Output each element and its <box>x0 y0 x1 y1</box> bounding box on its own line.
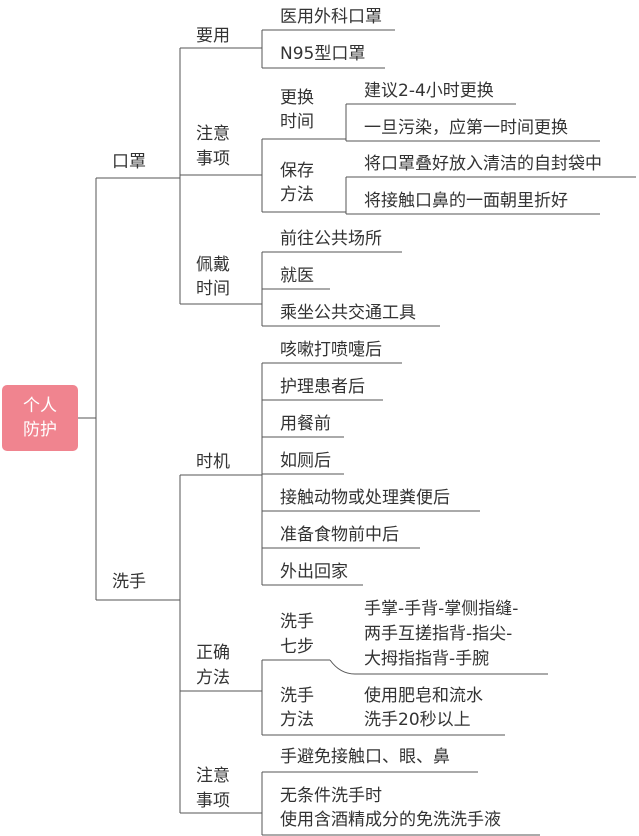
underline-seven-steps-text <box>329 659 548 675</box>
node-replace-time-line1[interactable]: 更换 <box>280 88 314 108</box>
leaf-seven-steps-2[interactable]: 两手互搓指背-指尖- <box>364 624 513 644</box>
leaf-after-cough[interactable]: 咳嗽打喷嚏后 <box>280 340 382 360</box>
leaf-public-place[interactable]: 前往公共场所 <box>280 229 382 249</box>
leaf-store-in-bag[interactable]: 将口罩叠好放入清洁的自封袋中 <box>364 154 602 174</box>
root-node[interactable]: 个人 防护 <box>2 385 78 451</box>
branch-mask[interactable]: 口罩 <box>112 152 146 172</box>
leaf-public-transport[interactable]: 乘坐公共交通工具 <box>280 303 416 323</box>
node-wear-time-line1[interactable]: 佩戴 <box>196 255 230 275</box>
node-mask-notes-line1[interactable]: 注意 <box>196 124 230 144</box>
leaf-fold-inside[interactable]: 将接触口鼻的一面朝里折好 <box>364 191 568 211</box>
leaf-surgical-mask[interactable]: 医用外科口罩 <box>280 7 382 27</box>
node-wash-way-line2[interactable]: 方法 <box>280 710 314 730</box>
root-line-1: 个人 <box>23 396 57 416</box>
leaf-replace-2-4h[interactable]: 建议2-4小时更换 <box>364 81 494 101</box>
leaf-no-touch-face[interactable]: 手避免接触口、眼、鼻 <box>280 747 450 767</box>
node-wash-way-line1[interactable]: 洗手 <box>280 686 314 706</box>
node-method-line1[interactable]: 正确 <box>196 643 230 663</box>
leaf-before-meal[interactable]: 用餐前 <box>280 414 331 434</box>
node-wash-notes-line2[interactable]: 事项 <box>196 791 230 811</box>
node-seven-steps-line1[interactable]: 洗手 <box>280 612 314 632</box>
node-wash-notes-line1[interactable]: 注意 <box>196 766 230 786</box>
branch-handwash[interactable]: 洗手 <box>112 572 146 592</box>
leaf-seven-steps-3[interactable]: 大拇指指背-手腕 <box>364 649 490 669</box>
node-seven-steps-line2[interactable]: 七步 <box>280 637 314 657</box>
root-line-2: 防护 <box>23 420 57 440</box>
leaf-after-toilet[interactable]: 如厕后 <box>280 451 331 471</box>
leaf-no-water-line1[interactable]: 无条件洗手时 <box>280 786 382 806</box>
node-replace-time-line2[interactable]: 时间 <box>280 112 314 132</box>
node-store-method-line2[interactable]: 方法 <box>280 185 314 205</box>
leaf-after-care[interactable]: 护理患者后 <box>280 377 365 397</box>
leaf-back-home[interactable]: 外出回家 <box>280 562 348 582</box>
leaf-n95-mask[interactable]: N95型口罩 <box>280 44 366 64</box>
node-mask-notes-line2[interactable]: 事项 <box>196 149 230 169</box>
node-store-method-line1[interactable]: 保存 <box>280 161 314 181</box>
leaf-soap-water[interactable]: 使用肥皂和流水 <box>364 686 483 706</box>
leaf-seven-steps-1[interactable]: 手掌-手背-掌侧指缝- <box>364 599 519 619</box>
leaf-20-seconds[interactable]: 洗手20秒以上 <box>364 710 471 730</box>
node-use[interactable]: 要用 <box>196 26 230 46</box>
leaf-hospital[interactable]: 就医 <box>280 266 314 286</box>
node-method-line2[interactable]: 方法 <box>196 668 230 688</box>
leaf-after-animal[interactable]: 接触动物或处理粪便后 <box>280 488 450 508</box>
node-wear-time-line2[interactable]: 时间 <box>196 279 230 299</box>
leaf-no-water-line2[interactable]: 使用含酒精成分的免洗洗手液 <box>280 810 501 830</box>
node-timing[interactable]: 时机 <box>196 452 230 472</box>
leaf-food-prep[interactable]: 准备食物前中后 <box>280 525 399 545</box>
leaf-replace-when-dirty[interactable]: 一旦污染，应第一时间更换 <box>364 118 568 138</box>
